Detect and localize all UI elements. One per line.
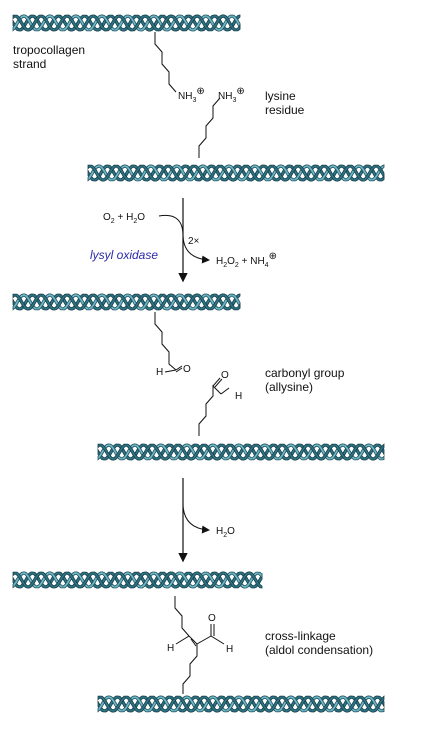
reaction-arrow-2: H2O xyxy=(178,478,235,563)
allysine-side-chain-bottom: O H xyxy=(198,370,242,436)
tropocollagen-helix-4 xyxy=(97,443,385,461)
helix-strand-dark-2 xyxy=(12,14,241,32)
carbonyl-label-line2: (allysine) xyxy=(265,380,313,394)
helix-strand-dark-2 xyxy=(87,164,385,182)
amine-group-bottom: NH3⊕ xyxy=(218,86,245,104)
helix-strand-dark-2 xyxy=(97,695,385,713)
water-product-text: H2O xyxy=(216,526,235,539)
reaction-arrow-1: O2 + H2O 2× lysyl oxidase H2O2 + NH4⊕ xyxy=(90,198,277,283)
helix-strand-dark-2 xyxy=(12,293,241,311)
lysine-side-chain-bottom: NH3⊕ xyxy=(198,86,245,158)
tropocollagen-helix-2 xyxy=(87,164,385,182)
tropocollagen-label-line1: tropocollagen xyxy=(13,43,85,57)
tropocollagen-helix-5 xyxy=(12,571,263,589)
allysine-side-chain-top: O H xyxy=(154,312,191,378)
crosslink-label-line1: cross-linkage xyxy=(265,629,336,643)
lysine-label-line2: residue xyxy=(265,103,305,117)
crosslink-label-line2: (aldol condensation) xyxy=(265,643,373,657)
enzyme-label: lysyl oxidase xyxy=(90,248,158,262)
carbonyl-hydrogen-top: H xyxy=(156,367,163,378)
products-text: H2O2 + NH4⊕ xyxy=(216,251,277,269)
lysine-side-chain-top: NH3⊕ xyxy=(154,32,205,104)
carbonyl-label-line1: carbonyl group xyxy=(265,366,345,380)
crosslink-hydrogen-right: H xyxy=(226,644,233,655)
carbonyl-oxygen-top: O xyxy=(183,364,191,375)
helix-strand-dark-2 xyxy=(97,443,385,461)
helix-strand-dark-2 xyxy=(12,571,263,589)
crosslink-hydrogen-left: H xyxy=(167,643,174,654)
carbonyl-oxygen-bottom: O xyxy=(221,370,229,381)
amine-group-top: NH3⊕ xyxy=(178,86,205,104)
tropocollagen-helix-6 xyxy=(97,695,385,713)
reactants-text: O2 + H2O xyxy=(103,212,145,225)
stoichiometry-text: 2× xyxy=(188,236,200,247)
tropocollagen-label-line2: strand xyxy=(13,57,46,71)
lysine-label-line1: lysine xyxy=(265,89,296,103)
tropocollagen-helix-1 xyxy=(12,14,241,32)
carbonyl-hydrogen-bottom: H xyxy=(235,391,242,402)
aldol-crosslink: O H H xyxy=(167,596,233,694)
tropocollagen-helix-3 xyxy=(12,293,241,311)
crosslink-oxygen: O xyxy=(208,613,216,624)
